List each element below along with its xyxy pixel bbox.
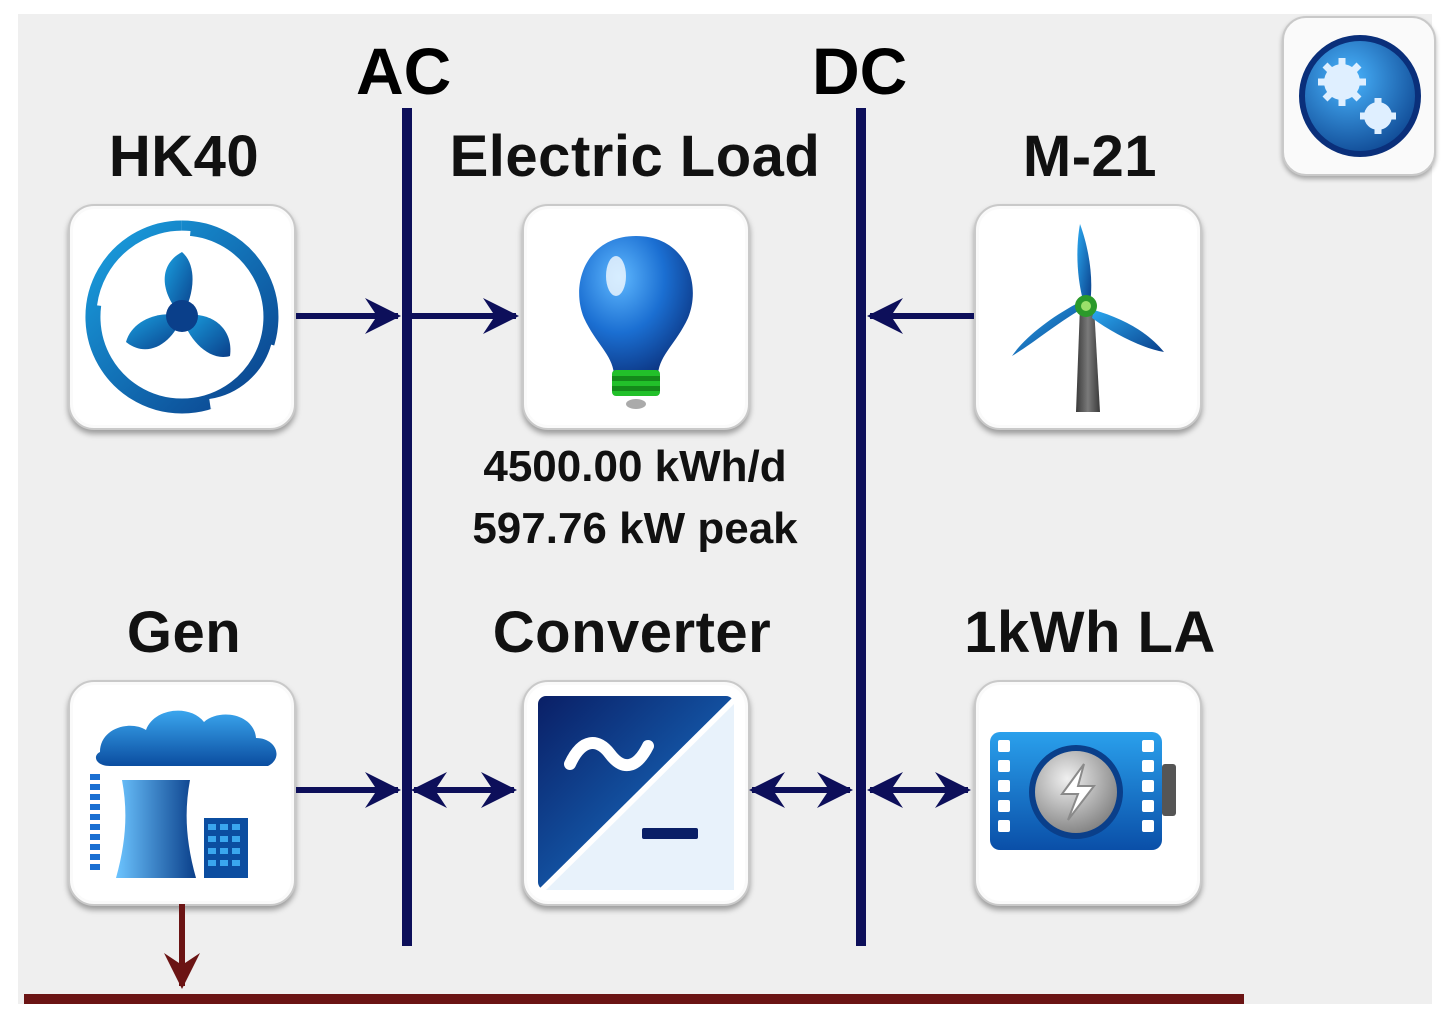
hydro-turbine-icon [85,220,281,414]
ac-bus[interactable] [402,108,412,946]
load-peak-text: 597.76 kW peak [472,504,798,553]
dc-bus[interactable] [856,108,866,946]
ac-bus-label: AC [356,34,452,108]
hk40-label: HK40 [108,124,260,189]
power-plant-icon [90,710,277,878]
ac-dc-converter-icon [538,696,734,890]
thermal-bus[interactable] [24,994,1244,1004]
gen-label: Gen [126,600,242,665]
settings-button[interactable] [1282,16,1436,176]
converter-label: Converter [492,600,772,665]
wind-turbine-icon [1012,224,1164,412]
battery-icon [990,732,1176,850]
converter-tile[interactable] [522,680,750,906]
electric-load-label: Electric Load [449,124,821,189]
lightbulb-icon [579,236,693,409]
m21-tile[interactable] [974,204,1202,430]
battery-label: 1kWh LA [964,600,1216,665]
m21-label: M-21 [1022,124,1158,189]
dc-bus-label: DC [812,34,908,108]
load-energy-text: 4500.00 kWh/d [483,442,787,491]
electric-load-tile[interactable] [522,204,750,430]
gen-tile[interactable] [68,680,296,906]
battery-tile[interactable] [974,680,1202,906]
gears-icon [1299,35,1421,157]
hk40-tile[interactable] [68,204,296,430]
